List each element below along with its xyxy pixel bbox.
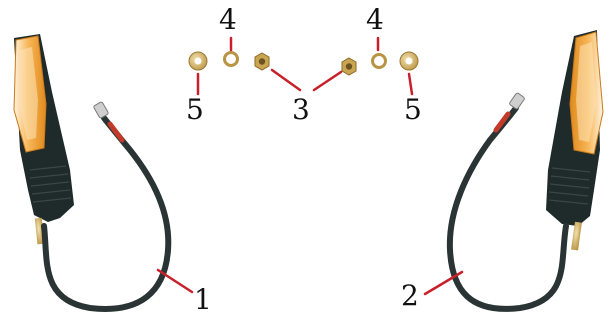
lock-washer-left [223,51,239,67]
right-signal-ribs [548,167,591,205]
leader-1 [156,268,194,294]
left-turn-signal [13,34,172,312]
lock-washer-right [371,53,387,69]
right-signal-cable [446,105,569,312]
leader-lines [156,36,464,296]
callout-3: 3 [292,93,310,126]
right-signal-connector [509,92,525,110]
callout-4-left: 4 [219,3,237,36]
callout-5-right: 5 [404,93,422,126]
leader-5-right [407,72,414,96]
leader-2 [423,270,464,296]
nut-left [254,52,270,71]
left-signal-ribs [29,165,72,203]
flat-washer-left [188,51,208,71]
callout-5-left: 5 [186,93,204,126]
right-signal-stud [571,221,582,251]
callout-2: 2 [401,279,419,312]
left-signal-cable [41,115,172,312]
leader-3a [270,68,302,92]
nut-right [341,57,357,76]
right-turn-signal [446,30,604,312]
callout-4-right: 4 [366,3,384,36]
right-signal-red-wire [493,111,511,133]
left-signal-connector [93,101,109,119]
flat-washer-right [399,51,419,71]
callout-1: 1 [194,283,212,316]
left-signal-red-wire [107,121,125,143]
leader-3b [312,70,343,92]
